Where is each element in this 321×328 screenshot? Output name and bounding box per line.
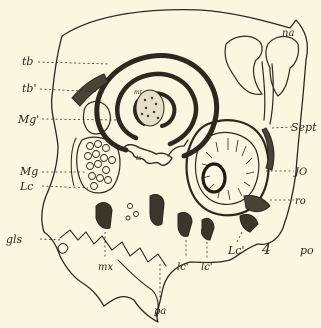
jacobson-organ-dark <box>262 128 274 170</box>
nasal-capsule-right <box>266 37 299 97</box>
lower-bone-far-right <box>240 214 258 232</box>
label-mg-prime: Mg' <box>17 113 39 126</box>
tooth-left <box>58 244 68 254</box>
label-ro: ro <box>295 196 306 207</box>
lower-margin-teeth <box>60 230 166 266</box>
lower-rostrum <box>118 260 158 316</box>
label-lc-c: Lc' <box>227 244 245 257</box>
label-jo: JO <box>293 167 307 178</box>
nasal-capsule-left <box>225 36 262 94</box>
label-gls: gls <box>6 233 23 246</box>
gland-cells <box>85 141 116 190</box>
label-tb: tb <box>22 55 33 68</box>
label-tb-prime: tb' <box>22 82 37 95</box>
label-na: na <box>282 28 294 39</box>
eye-lens <box>203 164 225 192</box>
label-mx: mx <box>98 262 113 273</box>
leader-lc5 <box>236 232 242 244</box>
lower-bone-left <box>96 203 112 229</box>
leader-sept <box>272 127 292 128</box>
lower-bone-right-a <box>178 212 192 236</box>
label-mg: Mg <box>19 165 38 178</box>
label-lc: Lc <box>19 180 33 193</box>
frilled-ridge <box>124 145 172 166</box>
small-foramina <box>126 204 139 221</box>
label-sept: Sept <box>291 121 317 134</box>
label-lc-b: lc' <box>201 262 213 273</box>
ro-structure <box>244 195 270 211</box>
label-inner-mt: mt <box>134 89 143 96</box>
label-lc-a: lc' <box>177 262 189 273</box>
label-po: po <box>300 244 314 257</box>
gland-outline-left <box>71 138 76 186</box>
septum <box>262 62 273 124</box>
leader-tb <box>38 62 110 64</box>
label-inner-ts: ts <box>136 155 142 162</box>
label-pa: pa <box>154 306 166 317</box>
lower-bone-right-b <box>201 218 214 240</box>
label-four: 4 <box>261 242 271 258</box>
lower-bone-mid <box>150 194 164 225</box>
